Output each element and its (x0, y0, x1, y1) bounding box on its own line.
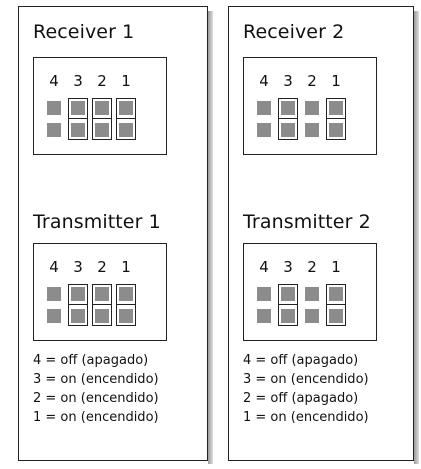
transmitter-dip-switch: 4 3 2 1 (243, 243, 377, 341)
switch-number: 1 (121, 72, 131, 90)
legend-line: 3 = on (encendido) (243, 372, 369, 387)
switch-3 (68, 284, 88, 326)
switch-4 (254, 284, 274, 326)
switch-number: 4 (259, 72, 269, 90)
switch-1 (326, 98, 346, 140)
legend-line: 4 = off (apagado) (33, 353, 149, 368)
switch-2 (92, 98, 112, 140)
switch-1 (326, 284, 346, 326)
switch-3 (278, 98, 298, 140)
receiver-dip-switch: 4 3 2 1 (243, 57, 377, 155)
panel-2: Receiver 2 4 3 2 1 Transmitter 2 4 3 2 1… (228, 6, 419, 464)
switch-number: 2 (97, 72, 107, 90)
switch-1 (116, 284, 136, 326)
panel-1: Receiver 1 4 3 2 1 Transmitter 1 4 3 2 1… (18, 6, 213, 464)
switch-3 (278, 284, 298, 326)
switch-number: 3 (73, 72, 83, 90)
switch-number: 4 (49, 258, 59, 276)
transmitter-title: Transmitter 1 (33, 211, 161, 233)
switch-number: 1 (331, 72, 341, 90)
switch-2 (92, 284, 112, 326)
switch-number: 2 (97, 258, 107, 276)
legend-line: 1 = on (encendido) (33, 410, 159, 425)
switch-4 (254, 98, 274, 140)
switch-4 (44, 284, 64, 326)
receiver-title: Receiver 1 (33, 21, 135, 43)
switch-number: 2 (307, 72, 317, 90)
switch-number: 3 (283, 72, 293, 90)
switch-3 (68, 98, 88, 140)
receiver-title: Receiver 2 (243, 21, 345, 43)
receiver-dip-switch: 4 3 2 1 (33, 57, 167, 155)
switch-4 (44, 98, 64, 140)
switch-number: 2 (307, 258, 317, 276)
transmitter-title: Transmitter 2 (243, 211, 371, 233)
switch-number: 4 (259, 258, 269, 276)
switch-2 (302, 98, 322, 140)
legend-line: 2 = on (encendido) (33, 391, 159, 406)
switch-1 (116, 98, 136, 140)
switch-2 (302, 284, 322, 326)
switch-number: 1 (121, 258, 131, 276)
legend-line: 4 = off (apagado) (243, 353, 359, 368)
switch-number: 4 (49, 72, 59, 90)
transmitter-dip-switch: 4 3 2 1 (33, 243, 167, 341)
switch-legend: 4 = off (apagado) 3 = on (encendido) 2 =… (243, 351, 369, 427)
switch-number: 3 (283, 258, 293, 276)
legend-line: 2 = off (apagado) (243, 391, 359, 406)
switch-legend: 4 = off (apagado) 3 = on (encendido) 2 =… (33, 351, 159, 427)
legend-line: 1 = on (encendido) (243, 410, 369, 425)
switch-number: 3 (73, 258, 83, 276)
legend-line: 3 = on (encendido) (33, 372, 159, 387)
switch-number: 1 (331, 258, 341, 276)
